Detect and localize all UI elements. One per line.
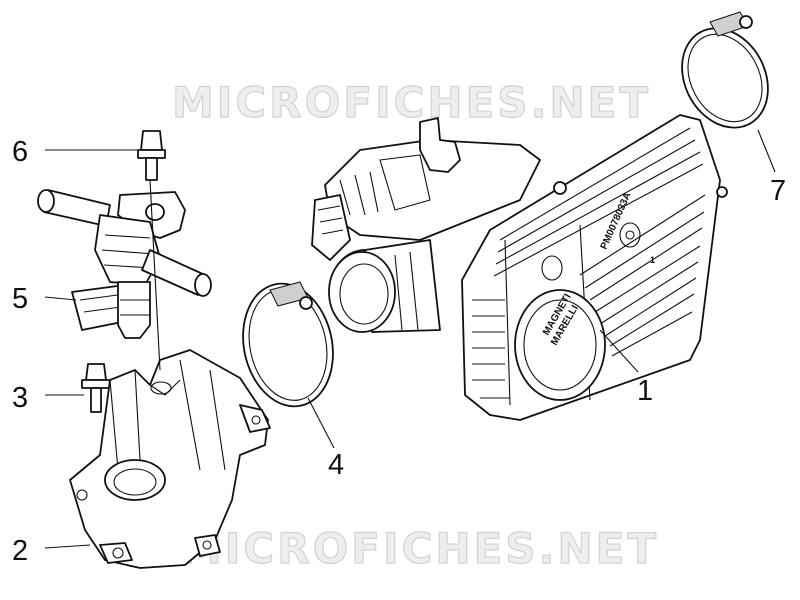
intake-manifold-icon	[69, 349, 271, 569]
callout-2: 2	[12, 535, 28, 567]
watermark-bottom: MICROFICHES.NET	[180, 524, 659, 573]
leader-lines	[44, 129, 776, 549]
callout-7: 7	[770, 175, 786, 207]
callout-6: 6	[12, 136, 28, 168]
throttle-body-icon: PM0078033A MAGNETI MARELLI 1	[311, 114, 728, 421]
callout-1: 1	[637, 375, 653, 407]
screw-6-icon	[137, 130, 166, 181]
sensor-number-label: 1	[650, 255, 655, 265]
hose-clamp-4-icon	[242, 281, 334, 408]
watermark-top: MICROFICHES.NET	[172, 78, 651, 127]
hose-clamp-7-icon	[681, 11, 769, 129]
screw-3-icon	[81, 363, 111, 413]
callout-4: 4	[328, 449, 344, 481]
callout-3: 3	[12, 382, 28, 414]
callout-5: 5	[12, 283, 28, 315]
fuel-injector-icon	[37, 189, 212, 339]
